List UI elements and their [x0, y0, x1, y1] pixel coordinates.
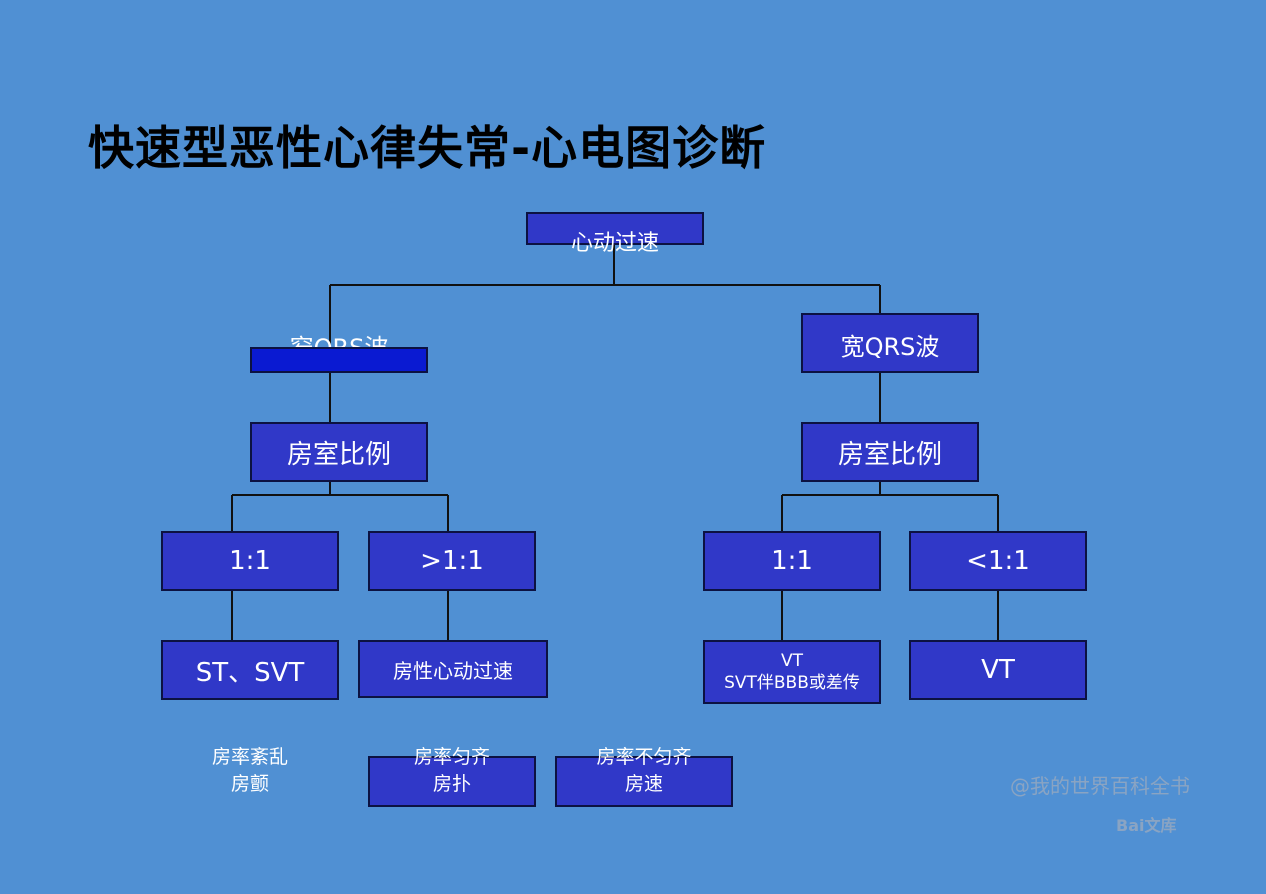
result-vt-node: VT	[909, 640, 1087, 700]
watermark: @我的世界百科全书	[1010, 774, 1190, 798]
root-node: 心动过速	[526, 212, 704, 256]
note-flutter-line1: 房率匀齐	[413, 746, 490, 768]
result-atrial-tachy-node: 房性心动过速	[358, 640, 548, 698]
result-atrial-tachy-label: 房性心动过速	[393, 658, 513, 683]
narrow-qrs-label-clip: 窄QRS波	[250, 318, 428, 348]
left-branch-1to1-node: 1:1	[161, 531, 339, 591]
right-branch-1to1-node: 1:1	[703, 531, 881, 591]
wide-qrs-node: 宽QRS波	[801, 313, 979, 373]
result-vt-line1: VT	[780, 651, 803, 671]
note-flutter: 房率匀齐 房扑	[387, 744, 517, 798]
note-fibrillation-line1: 房率紊乱	[211, 746, 288, 768]
note-fibrillation-line2: 房颤	[230, 773, 269, 795]
left-ratio-node: 房室比例	[250, 422, 428, 482]
note-flutter-line2: 房扑	[432, 773, 471, 795]
note-atrial-tachy-line1: 房率不匀齐	[596, 746, 692, 768]
page-title: 快速型恶性心律失常-心电图诊断	[88, 121, 767, 175]
note-box-flutter	[368, 756, 536, 807]
right-ratio-node: 房室比例	[801, 422, 979, 482]
note-box-atrial-tachy	[555, 756, 733, 807]
note-atrial-tachy-line2: 房速	[624, 773, 663, 795]
result-vt-line2: SVT伴BBB或差传	[724, 673, 860, 693]
wide-qrs-label: 宽QRS波	[840, 333, 940, 361]
result-vt-label: VT	[981, 655, 1015, 685]
narrow-qrs-label: 窄QRS波	[289, 334, 389, 348]
root-label: 心动过速	[570, 231, 659, 256]
result-vt-svt-node: VT SVT伴BBB或差传	[703, 640, 881, 704]
left-branch-gt1-node: >1:1	[368, 531, 536, 591]
left-branch-gt1-label: >1:1	[420, 546, 484, 576]
result-st-svt-node: ST、SVT	[161, 640, 339, 700]
left-branch-1to1-label: 1:1	[229, 546, 271, 576]
right-branch-lt1-node: <1:1	[909, 531, 1087, 591]
right-branch-1to1-label: 1:1	[771, 546, 813, 576]
note-fibrillation: 房率紊乱 房颤	[185, 744, 315, 798]
right-ratio-label: 房室比例	[837, 439, 942, 470]
baidu-wenku-logo: Bai文库	[1116, 816, 1177, 835]
narrow-qrs-node	[250, 347, 428, 373]
note-atrial-tachy: 房率不匀齐 房速	[574, 744, 714, 798]
result-st-svt-label: ST、SVT	[195, 657, 305, 688]
right-branch-lt1-label: <1:1	[966, 546, 1030, 576]
left-ratio-label: 房室比例	[286, 439, 391, 470]
